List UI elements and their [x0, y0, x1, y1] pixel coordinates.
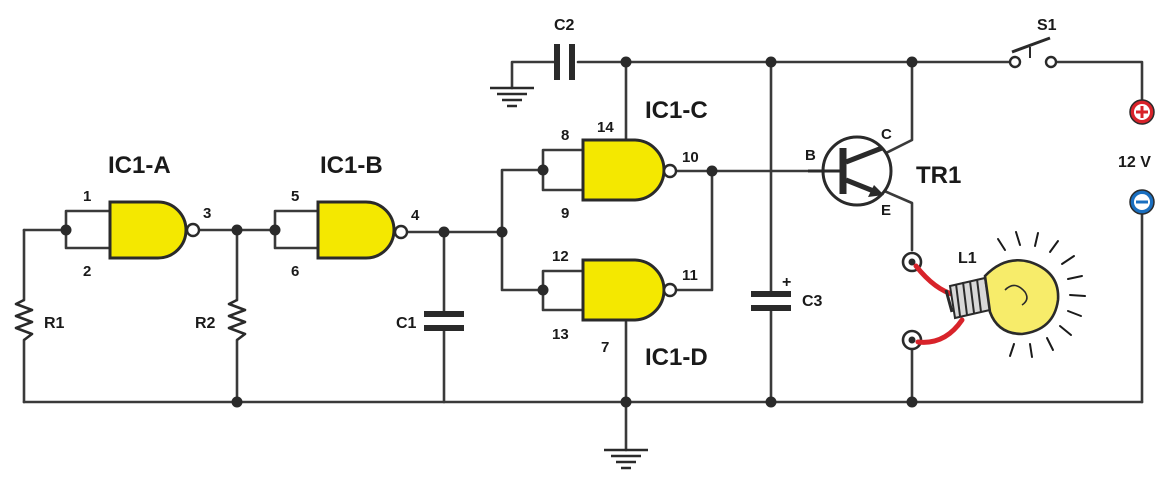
lamp-base — [944, 276, 992, 320]
lamp-l1: L1 — [901, 231, 1086, 358]
pin-14: 14 — [597, 119, 614, 136]
pin-9: 9 — [561, 205, 569, 222]
supply-minus-terminal — [1129, 189, 1155, 215]
c1-label: C1 — [396, 315, 417, 332]
pin-6: 6 — [291, 263, 299, 280]
tr1-emitter-label: E — [881, 202, 891, 219]
pin-13: 13 — [552, 326, 569, 343]
gate-ic1-c-label: IC1-C — [645, 97, 708, 124]
capacitor-c2: C2 — [554, 17, 575, 80]
resistor-r2: R2 — [195, 298, 247, 342]
pin-3: 3 — [203, 205, 211, 222]
r2-label: R2 — [195, 315, 216, 332]
gate-ic1-b-label: IC1-B — [320, 152, 383, 179]
c3-plus: + — [782, 274, 791, 291]
lamp-rays — [997, 231, 1086, 358]
pin-10: 10 — [682, 149, 699, 166]
gate-ic1-a: IC1-A 1 2 3 — [83, 152, 211, 280]
pin-8: 8 — [561, 127, 569, 144]
capacitor-c1: C1 — [396, 311, 464, 332]
gate-ic1-b: IC1-B 5 6 4 — [291, 152, 420, 280]
pin-12: 12 — [552, 248, 569, 265]
supply-plus-terminal — [1129, 99, 1155, 125]
wires — [22, 60, 1144, 452]
ground-symbol-bottom — [604, 448, 648, 470]
tr1-label: TR1 — [916, 162, 961, 189]
switch-s1: S1 — [1008, 17, 1058, 69]
gate-ic1-d-label: IC1-D — [645, 344, 708, 371]
pin-5: 5 — [291, 188, 299, 205]
junction-dots — [60, 56, 918, 408]
tr1-base-label: B — [805, 147, 816, 164]
pin-11: 11 — [682, 267, 698, 284]
ground-symbol-top — [490, 86, 534, 108]
transistor-tr1: TR1 B C E — [805, 126, 961, 219]
l1-label: L1 — [958, 250, 977, 267]
gate-ic1-c: IC1-C 8 9 10 14 — [561, 97, 708, 222]
pin-2: 2 — [83, 263, 91, 280]
c3-label: C3 — [802, 293, 823, 310]
supply-voltage-label: 12 V — [1118, 154, 1151, 171]
s1-label: S1 — [1037, 17, 1057, 34]
r1-label: R1 — [44, 315, 65, 332]
pin-7: 7 — [601, 339, 609, 356]
pin-4: 4 — [411, 207, 420, 224]
gate-ic1-d: IC1-D 12 13 11 7 — [552, 248, 708, 371]
tr1-collector-label: C — [881, 126, 892, 143]
capacitor-c3: + C3 — [751, 274, 823, 311]
c2-label: C2 — [554, 17, 575, 34]
gate-ic1-a-label: IC1-A — [108, 152, 171, 179]
lamp-glass — [983, 258, 1060, 336]
resistor-r1: R1 — [14, 298, 65, 342]
pin-1: 1 — [83, 188, 91, 205]
